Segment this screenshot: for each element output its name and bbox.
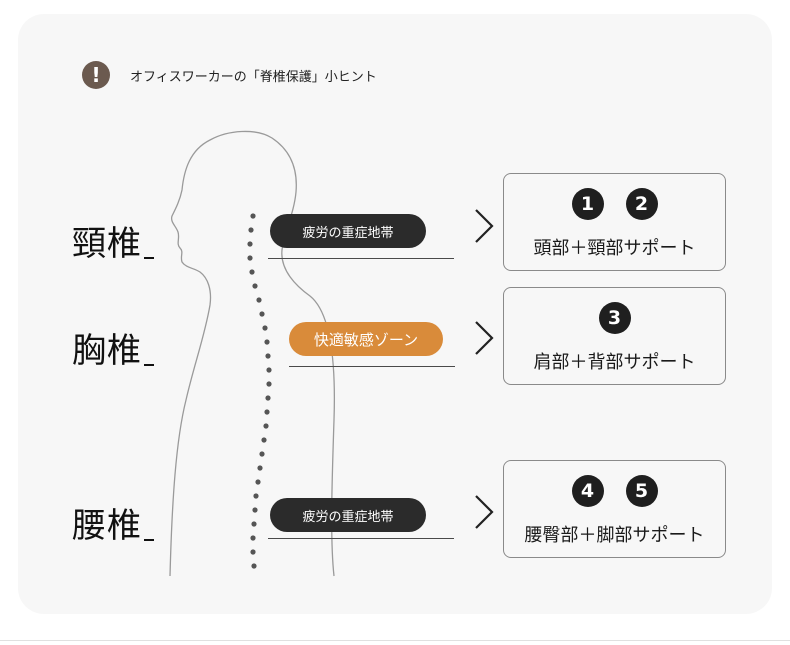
number-badge: 1 <box>571 188 604 220</box>
exclamation-icon: ! <box>82 61 110 89</box>
number-badge: 3 <box>598 302 631 334</box>
support-box-lumbar: 4 5 腰臀部＋脚部サポート <box>503 460 726 558</box>
chevron-right-icon <box>475 321 494 355</box>
tag-pill-thoracic: 快適敏感ゾーン <box>289 322 443 356</box>
support-label: 肩部＋背部サポート <box>533 352 696 373</box>
number-badge: 2 <box>625 188 658 220</box>
header-title: オフィスワーカーの「脊椎保護」小ヒント <box>130 69 377 85</box>
silhouette-outline <box>169 130 335 577</box>
chevron-right-icon <box>475 495 494 529</box>
section-label-lumbar: 腰椎 <box>72 498 154 547</box>
number-badge: 5 <box>625 475 658 507</box>
tag-pill-lumbar: 疲労の重症地帯 <box>270 498 426 532</box>
header: ! オフィスワーカーの「脊椎保護」小ヒント <box>82 60 377 90</box>
leader-line <box>268 538 454 539</box>
support-label: 腰臀部＋脚部サポート <box>524 525 705 546</box>
support-label: 頭部＋頸部サポート <box>533 238 696 259</box>
leader-line <box>268 258 454 259</box>
leader-line <box>289 366 455 367</box>
section-label-thoracic: 胸椎 <box>72 323 154 372</box>
support-box-cervical: 1 2 頭部＋頸部サポート <box>503 173 726 271</box>
chevron-right-icon <box>475 209 494 243</box>
spine <box>247 213 272 569</box>
section-label-cervical: 頸椎 <box>72 216 154 265</box>
support-box-thoracic: 3 肩部＋背部サポート <box>503 287 726 385</box>
divider <box>0 640 790 641</box>
tag-pill-cervical: 疲労の重症地帯 <box>270 214 426 248</box>
number-badge: 4 <box>571 475 604 507</box>
